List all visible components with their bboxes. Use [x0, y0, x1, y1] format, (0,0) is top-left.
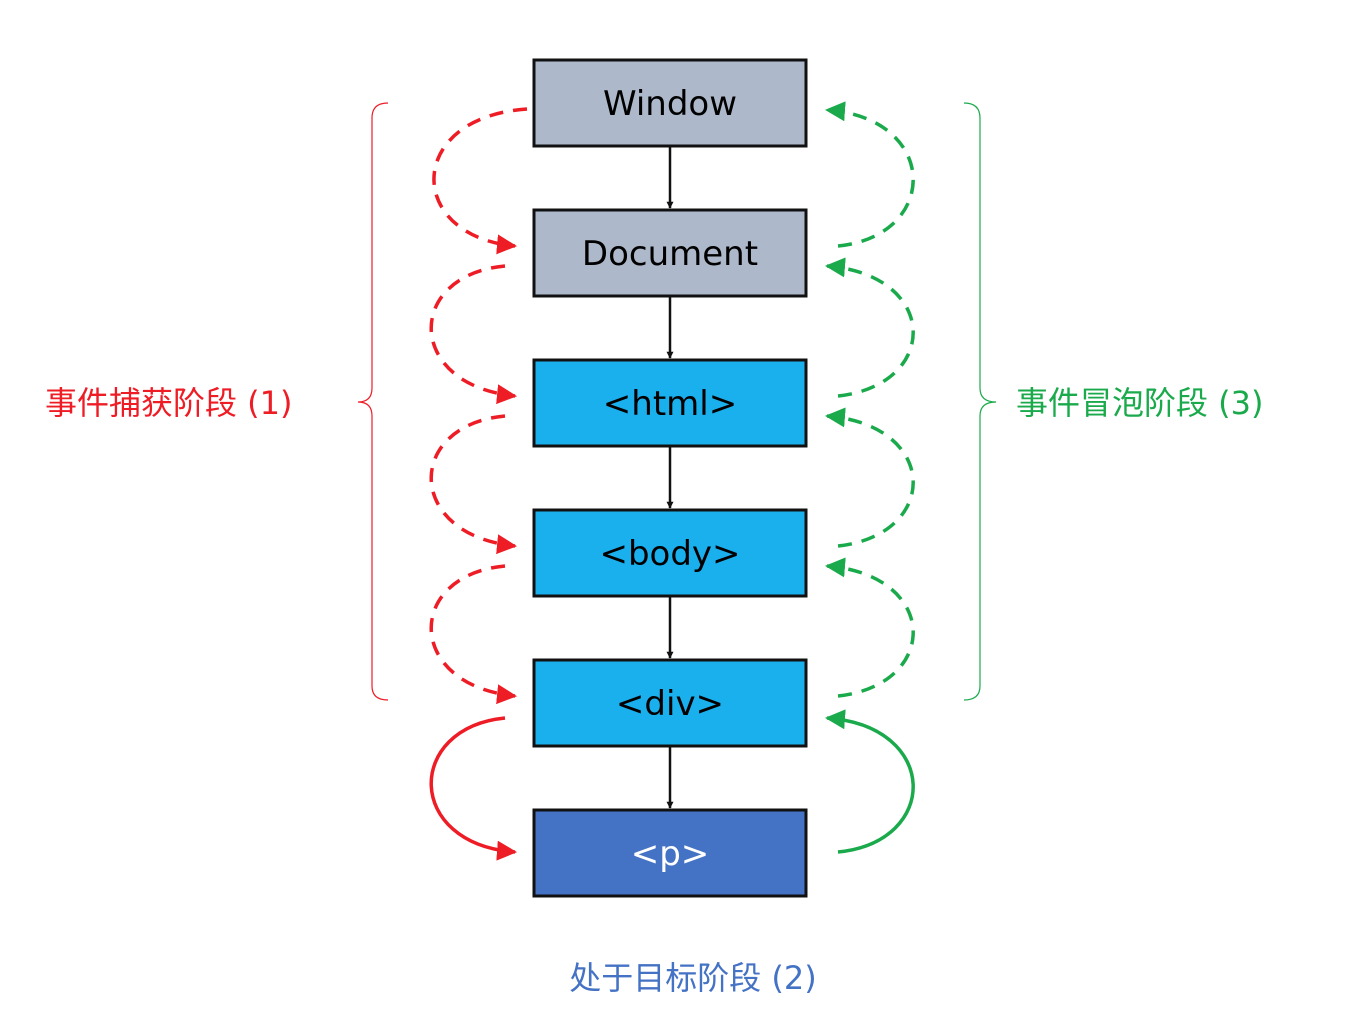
node-window-label: Window [603, 84, 737, 124]
target-phase-label: 处于目标阶段 (2) [569, 959, 817, 997]
node-div-label: <div> [616, 684, 724, 724]
node-window-box [532, 58, 808, 148]
node-p-label: <p> [631, 834, 710, 874]
node-body-label: <body> [599, 534, 740, 574]
bubble-phase-label: 事件冒泡阶段 (3) [1016, 384, 1264, 422]
capture-arrow-document-html [429, 264, 517, 405]
bubble-arrow-html-document [825, 257, 915, 398]
node-div-box [532, 658, 808, 748]
bubble-arrow-div-body [825, 557, 915, 698]
bubble-arrows [825, 101, 915, 854]
node-div: <div> [532, 658, 808, 748]
node-document-box [532, 208, 808, 298]
bubble-phase-brace [963, 102, 997, 701]
capture-phase-label: 事件捕获阶段 (1) [45, 384, 293, 422]
node-document-label: Document [582, 234, 758, 274]
bubble-arrow-p-div [825, 709, 915, 854]
node-body: <body> [532, 508, 808, 598]
node-html-label: <html> [603, 384, 737, 424]
node-body-box [532, 508, 808, 598]
node-window: Window [532, 58, 808, 148]
node-html: <html> [532, 358, 808, 448]
capture-arrow-window-document [432, 107, 528, 255]
node-document: Document [532, 208, 808, 298]
capture-arrow-html-body [429, 414, 517, 555]
node-html-box [532, 358, 808, 448]
capture-arrow-div-p [429, 716, 517, 861]
capture-phase-brace [357, 102, 389, 701]
node-p: <p> [532, 808, 808, 898]
bubble-arrow-document-window [825, 101, 915, 248]
capture-arrows [429, 107, 528, 861]
bubble-arrow-body-html [825, 407, 915, 548]
capture-arrow-body-div [429, 564, 517, 705]
node-p-box [532, 808, 808, 898]
